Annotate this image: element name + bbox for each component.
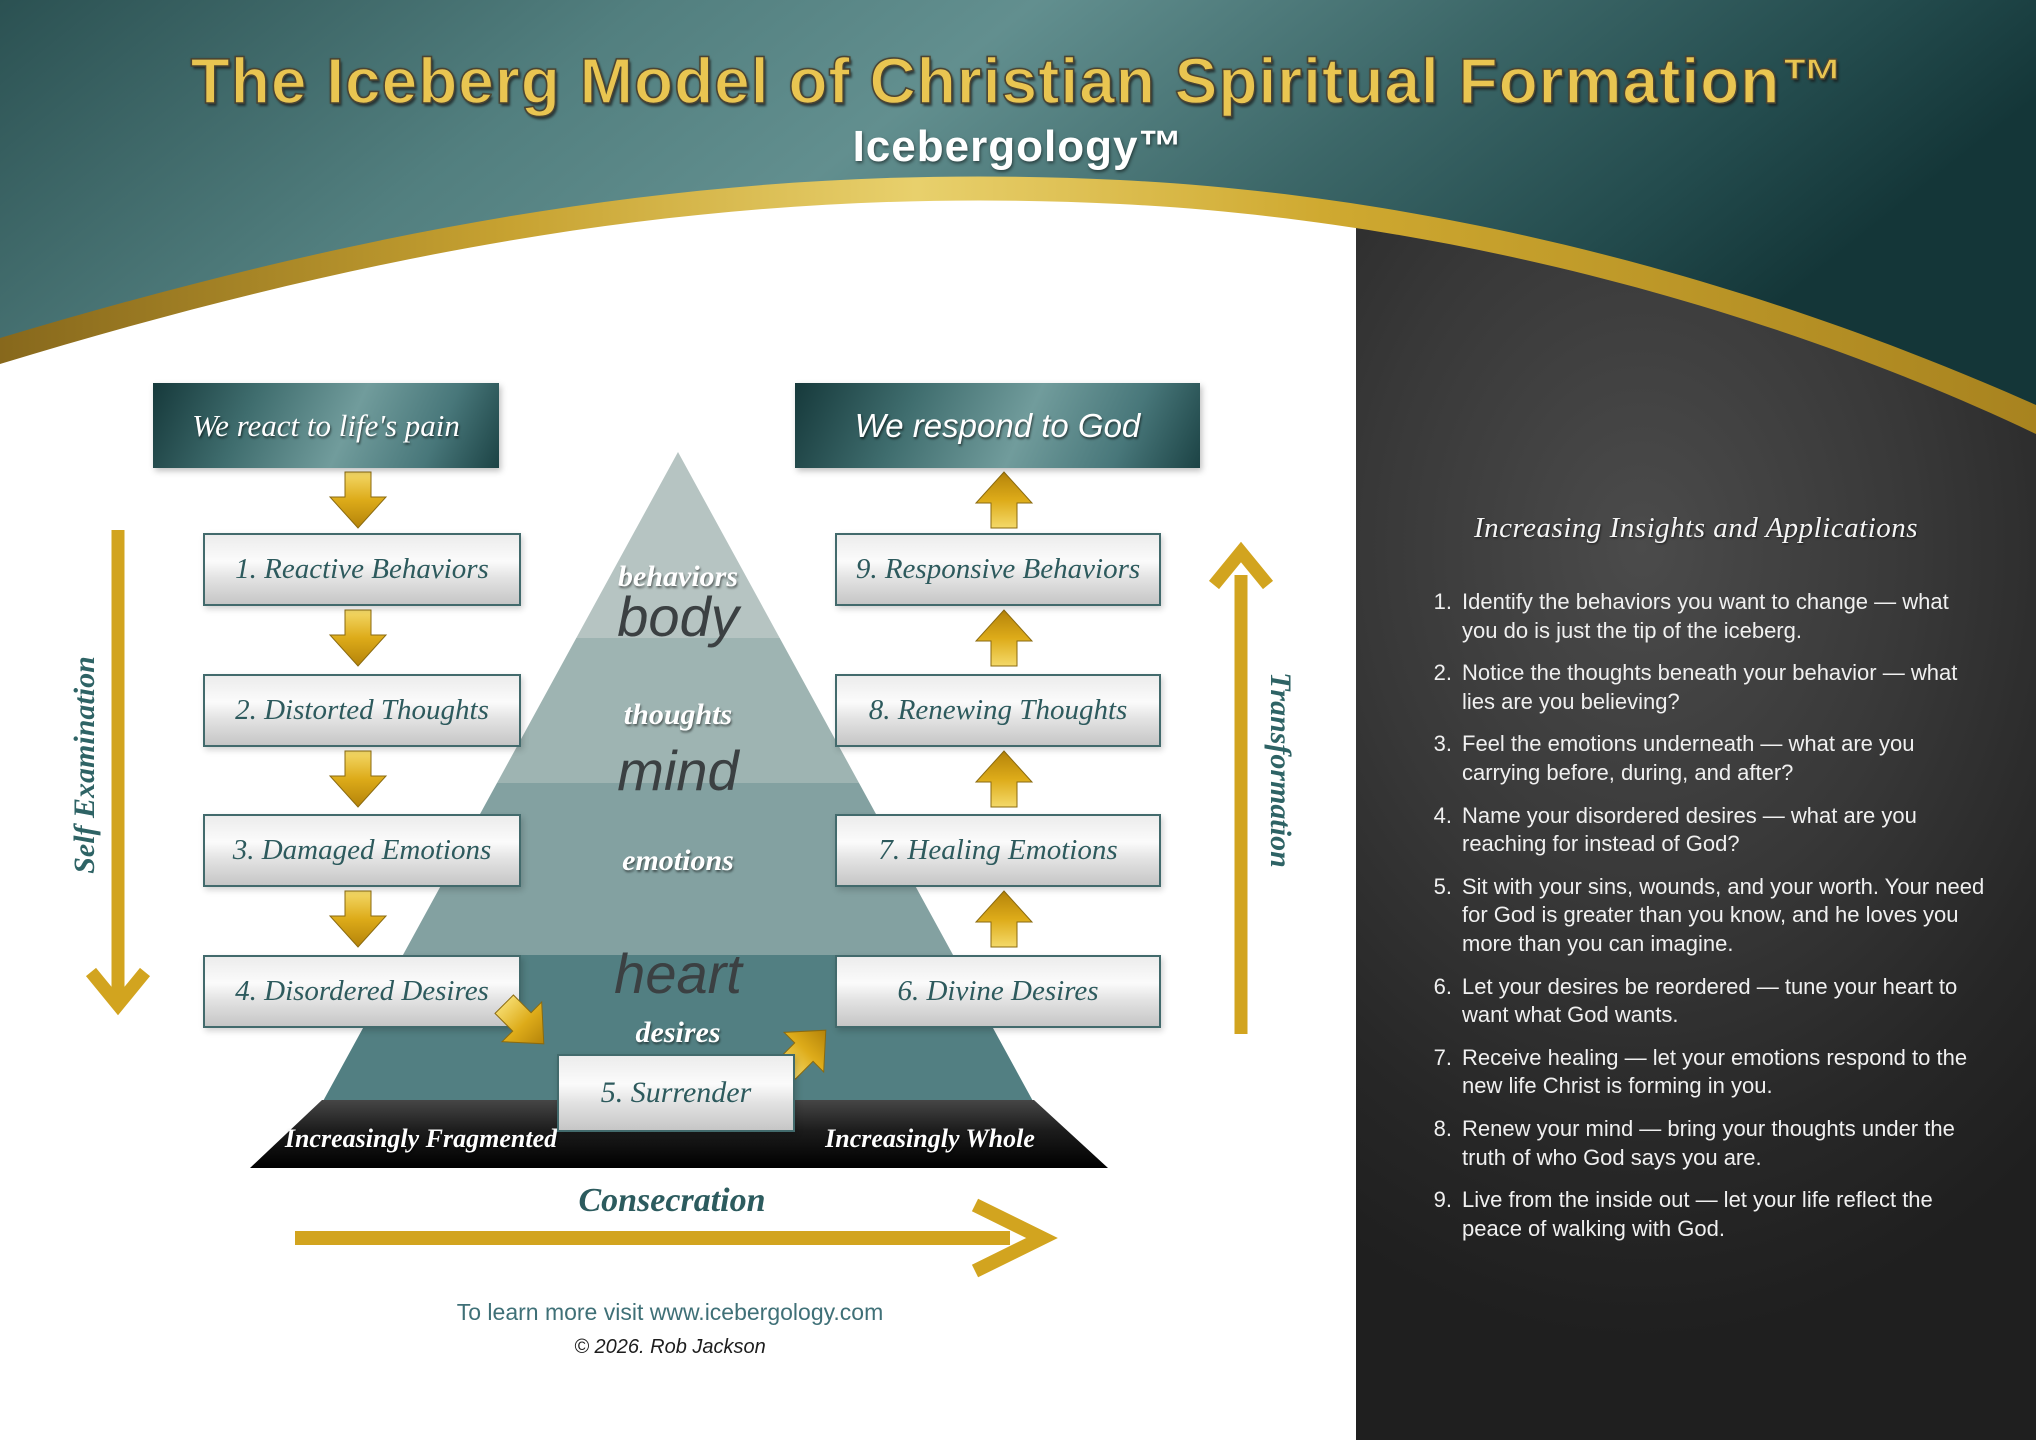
item-text: Let your desires be reordered — tune you… (1462, 973, 1958, 1028)
self-examination-label: Self Examination (68, 656, 101, 874)
up-arrow-icon (975, 471, 1033, 529)
pyramid-label-emotions: emotions (622, 844, 734, 877)
page-title: The Iceberg Model of Christian Spiritual… (190, 44, 1846, 118)
item-text: Notice the thoughts beneath your behavio… (1462, 660, 1958, 714)
down-arrow-icon (329, 471, 387, 529)
up-arrow-icon (975, 890, 1033, 948)
item-text: Name your disordered desires — what are … (1462, 802, 1917, 857)
step-label: 5. Surrender (600, 1076, 752, 1109)
down-arrow-icon (329, 609, 387, 667)
page-subtitle: Icebergology™ (852, 122, 1184, 171)
list-item: 6. Let your desires be reordered — tune … (1418, 973, 1986, 1030)
list-item: 4. Name your disordered desires — what a… (1418, 802, 1986, 859)
pyramid-label-desires: desires (635, 1016, 721, 1049)
pyramid-label-heart: heart (614, 942, 742, 1005)
insights-sidebar: Increasing Insights and Applications 1. … (1356, 0, 2036, 1440)
item-number: 1. (1433, 589, 1452, 614)
transformation-label: Transformation (1264, 672, 1297, 868)
item-number: 5. (1433, 873, 1452, 899)
banner-respond-label: We respond to God (854, 406, 1141, 444)
item-number: 6. (1433, 973, 1452, 999)
consecration-label: Consecration (578, 1182, 766, 1219)
list-item: 7. Receive healing — let your emotions r… (1418, 1044, 1986, 1101)
sidebar-list: 1. Identify the behaviors you want to ch… (1418, 588, 1986, 1257)
list-item: 9. Live from the inside out — let your l… (1418, 1186, 1986, 1243)
up-arrow-icon (975, 609, 1033, 667)
item-text: Identify the behaviors you want to chang… (1462, 589, 1949, 643)
copyright-text: © 2026. Rob Jackson (574, 1336, 766, 1358)
item-number: 4. (1433, 802, 1452, 828)
down-arrow-icon (329, 750, 387, 808)
banner-respond-to-god: We respond to God (795, 383, 1200, 468)
item-text: Receive healing — let your emotions resp… (1462, 1044, 1968, 1099)
item-text: Feel the emotions underneath — what are … (1462, 731, 1915, 785)
pyramid-label-mind: mind (617, 739, 739, 802)
item-text: Renew your mind — bring your thoughts un… (1462, 1115, 1955, 1170)
down-arrow-icon (329, 890, 387, 948)
list-item: 3. Feel the emotions underneath — what a… (1418, 730, 1986, 787)
banner-react-label: We react to life's pain (192, 407, 460, 443)
item-number: 2. (1433, 660, 1452, 686)
pyramid-label-thoughts: thoughts (623, 698, 733, 731)
sidebar-heading: Increasing Insights and Applications (1473, 512, 1919, 544)
learn-more-text: To learn more visit www.icebergology.com (456, 1299, 884, 1325)
pyramid-label-body: body (617, 585, 739, 648)
list-item: 8. Renew your mind — bring your thoughts… (1418, 1115, 1986, 1172)
list-item: 2. Notice the thoughts beneath your beha… (1418, 659, 1986, 716)
item-number: 3. (1433, 731, 1452, 757)
step-box-surrender: 5. Surrender (557, 1054, 795, 1132)
item-number: 9. (1433, 1187, 1452, 1213)
list-item: 5. Sit with your sins, wounds, and your … (1418, 873, 1986, 959)
banner-react-to-pain: We react to life's pain (153, 383, 499, 468)
item-text: Live from the inside out — let your life… (1462, 1187, 1933, 1241)
up-arrow-icon (975, 750, 1033, 808)
item-text: Sit with your sins, wounds, and your wor… (1462, 873, 1985, 956)
list-item: 1. Identify the behaviors you want to ch… (1418, 588, 1986, 645)
item-number: 8. (1433, 1115, 1452, 1141)
item-number: 7. (1433, 1044, 1452, 1070)
